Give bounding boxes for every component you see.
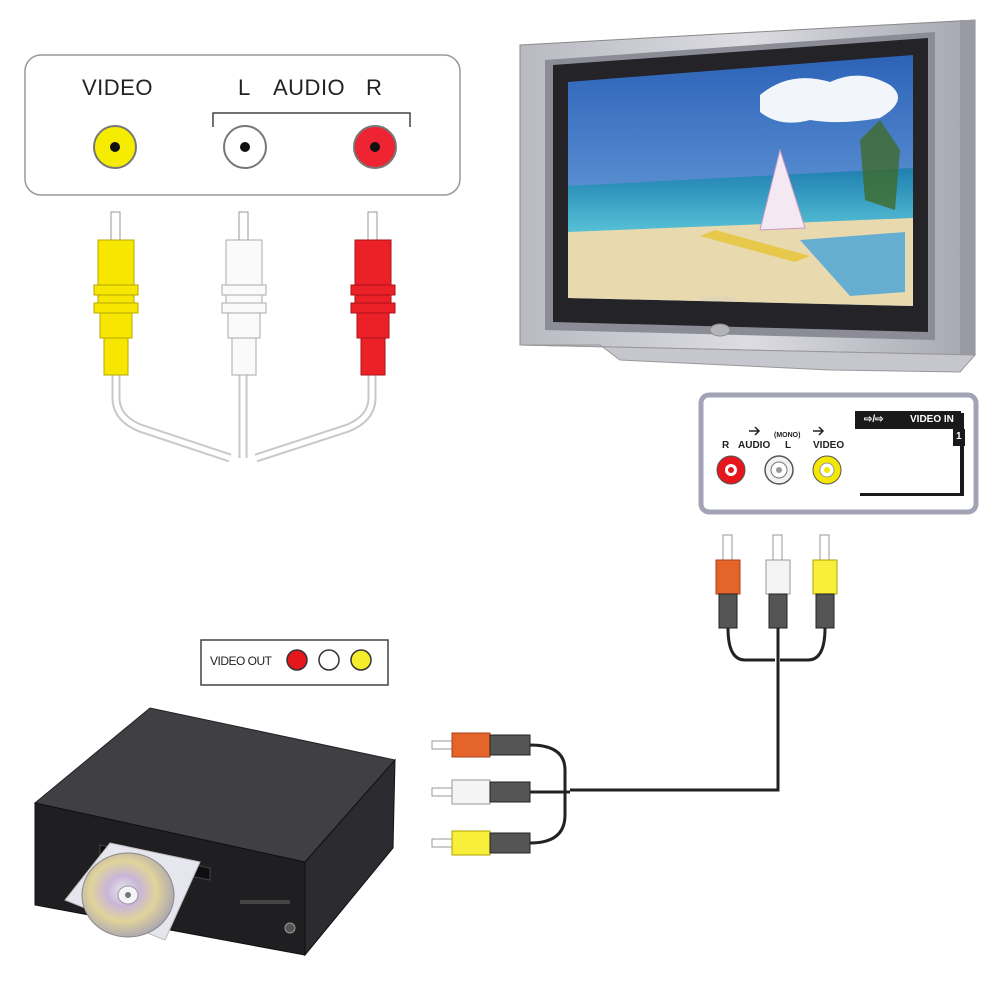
dvd-player <box>35 708 395 955</box>
video-plug-player[interactable] <box>432 831 530 855</box>
rca-cable-top <box>116 375 372 458</box>
video-out-label: VIDEO OUT <box>210 654 272 668</box>
video-jack-top[interactable] <box>94 126 136 168</box>
mono-label: (MONO) <box>774 432 800 439</box>
audio-right-plug-player[interactable] <box>432 733 530 757</box>
video-out-white-jack[interactable] <box>319 650 339 670</box>
audio-right-jack-top[interactable] <box>354 126 396 168</box>
l-label: L <box>785 440 791 451</box>
video-plug-top[interactable] <box>94 212 138 375</box>
video-plug-right[interactable] <box>813 535 837 628</box>
audio-left-jack-top[interactable] <box>224 126 266 168</box>
audio-right-plug-top[interactable] <box>351 212 395 375</box>
video-label-top: VIDEO <box>82 75 153 101</box>
video-in-jack[interactable] <box>813 456 841 484</box>
audio-left-plug-player[interactable] <box>432 780 530 804</box>
disc-icon <box>82 853 174 937</box>
audio-right-label-top: R <box>366 75 382 101</box>
power-button[interactable] <box>710 324 730 336</box>
audio-left-label-top: L <box>238 75 251 101</box>
r-audio-jack[interactable] <box>717 456 745 484</box>
television: SAMSUNG <box>520 20 975 372</box>
input-arrow-icon: ⇨/⇨ <box>864 414 884 425</box>
audio-label: AUDIO <box>738 440 770 451</box>
rca-cable-black <box>530 628 825 843</box>
tv-screen <box>568 55 913 306</box>
video-out-red-jack[interactable] <box>287 650 307 670</box>
l-audio-jack[interactable] <box>765 456 793 484</box>
audio-left-plug-top[interactable] <box>222 212 266 375</box>
input-number: 1 <box>956 431 962 442</box>
video-label: VIDEO <box>813 440 844 451</box>
player-button[interactable] <box>285 923 295 933</box>
tv-brand: SAMSUNG <box>700 297 737 303</box>
video-out-yellow-jack[interactable] <box>351 650 371 670</box>
audio-label-top: AUDIO <box>273 75 345 101</box>
audio-right-plug-right[interactable] <box>716 535 740 628</box>
video-in-header: VIDEO IN <box>910 414 954 425</box>
tv-input-panel <box>701 395 976 512</box>
r-label: R <box>722 440 729 451</box>
audio-left-plug-right[interactable] <box>766 535 790 628</box>
